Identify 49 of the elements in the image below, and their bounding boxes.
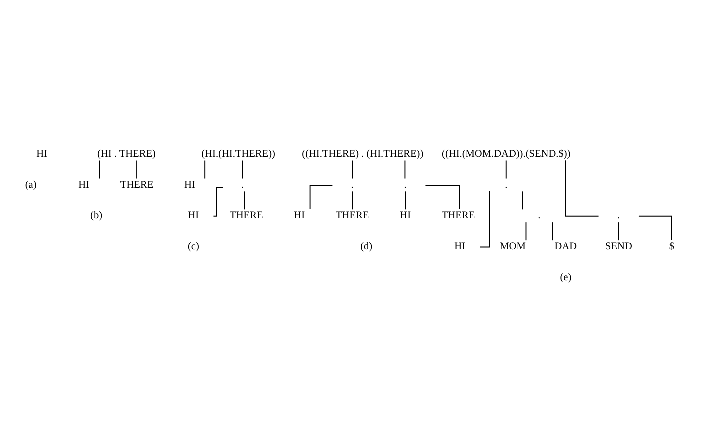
connector	[526, 222, 527, 242]
node-text: (HI . THERE)	[98, 148, 156, 160]
node-text: ((HI.THERE) . (HI.THERE))	[302, 148, 424, 160]
connector	[404, 160, 406, 180]
connector	[204, 160, 206, 180]
node-text: HI	[400, 210, 412, 222]
connector	[506, 160, 507, 180]
label: (a)	[25, 180, 37, 191]
node-text: SEND	[606, 242, 632, 253]
node-text: HI	[188, 210, 200, 222]
connector	[425, 184, 460, 210]
connector	[244, 191, 246, 210]
node-text: HI	[184, 180, 196, 191]
node-text: DAD	[554, 242, 578, 253]
node-text: .	[404, 180, 407, 191]
connector	[522, 191, 524, 210]
node-text: .	[505, 180, 508, 191]
connector	[565, 160, 600, 217]
node-text: .	[351, 180, 354, 191]
connector	[405, 191, 406, 210]
connector	[352, 160, 354, 180]
label: (d)	[360, 242, 373, 253]
connector	[552, 222, 554, 242]
node-text: THERE	[336, 210, 370, 222]
node-text: THERE	[442, 210, 476, 222]
connector	[99, 160, 100, 180]
node-text: THERE	[230, 210, 264, 222]
node-text: HI	[78, 180, 90, 191]
label: (b)	[90, 210, 103, 222]
label: (e)	[560, 272, 572, 284]
connector	[242, 160, 244, 180]
connector	[213, 187, 224, 217]
connector	[310, 184, 334, 210]
node-text: MOM	[500, 242, 526, 253]
label: (c)	[188, 242, 200, 253]
node-text: HI	[36, 148, 48, 160]
node-text: .	[618, 210, 620, 222]
node-text: HI	[454, 242, 466, 253]
node-text: .	[538, 210, 541, 222]
connector	[136, 160, 138, 180]
node-text: .	[242, 180, 244, 191]
connector	[638, 216, 672, 241]
node-text: THERE	[120, 180, 154, 191]
connector	[618, 222, 620, 242]
node-text: (HI.(HI.THERE))	[202, 148, 276, 160]
node-text: $	[669, 242, 674, 253]
connector	[352, 191, 354, 210]
node-text: HI	[294, 210, 306, 222]
node-text: ((HI.(MOM.DAD)).(SEND.$))	[442, 148, 571, 160]
